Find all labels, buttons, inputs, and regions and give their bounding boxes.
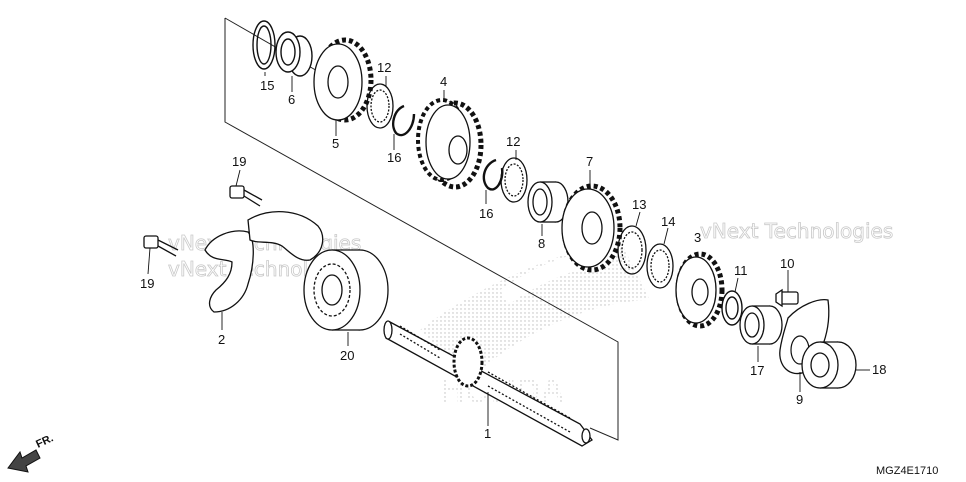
callout-3: 3 <box>694 230 701 245</box>
part-20-ball-bearing[interactable] <box>303 249 389 331</box>
front-arrow-icon <box>7 449 41 473</box>
part-18-ball-bearing[interactable] <box>801 341 857 389</box>
part-19-bolt-upper[interactable] <box>229 185 263 207</box>
callout-7: 7 <box>586 154 593 169</box>
part-16-circlip-upper[interactable] <box>392 104 416 137</box>
callout-19-upper: 19 <box>232 154 246 169</box>
callout-16-upper: 16 <box>387 150 401 165</box>
front-direction-indicator: FR. <box>7 432 55 473</box>
part-1-mainshaft[interactable] <box>383 320 593 447</box>
callout-17: 17 <box>750 363 764 378</box>
part-12-ring-upper[interactable] <box>366 83 394 129</box>
part-6-bushing[interactable] <box>275 31 313 77</box>
bearing-holder-bracket[interactable] <box>247 210 324 261</box>
callout-5: 5 <box>332 136 339 151</box>
callout-6: 6 <box>288 92 295 107</box>
part-4-gear[interactable] <box>416 98 484 190</box>
part-5-gear[interactable] <box>313 37 374 123</box>
watermark-1: vNext Technologies <box>700 219 893 243</box>
part-3-gear[interactable] <box>675 251 725 329</box>
callout-16-lower: 16 <box>479 206 493 221</box>
callout-20: 20 <box>340 348 354 363</box>
part-13-spline-washer[interactable] <box>617 225 647 275</box>
callout-19-lower: 19 <box>140 276 154 291</box>
part-8-needle-bearing[interactable] <box>527 181 569 223</box>
part-12-ring-lower[interactable] <box>500 157 528 203</box>
callout-12-lower: 12 <box>506 134 520 149</box>
callout-4: 4 <box>440 74 447 89</box>
front-label: FR. <box>34 432 55 450</box>
callout-13: 13 <box>632 197 646 212</box>
part-14-spline-washer[interactable] <box>646 243 674 289</box>
callout-leaders <box>147 72 870 426</box>
callout-8: 8 <box>538 236 545 251</box>
callout-12-upper: 12 <box>377 60 391 75</box>
part-17-needle-bearing[interactable] <box>739 305 783 345</box>
part-2-shaft-plate[interactable] <box>204 230 254 313</box>
callout-18: 18 <box>872 362 886 377</box>
callout-2: 2 <box>218 332 225 347</box>
callout-1: 1 <box>484 426 491 441</box>
part-7-gear[interactable] <box>561 183 623 273</box>
part-10-bolt[interactable] <box>775 288 799 308</box>
part-15-thrust-washer[interactable] <box>252 20 276 70</box>
part-11-washer[interactable] <box>721 290 743 326</box>
callout-14: 14 <box>661 214 675 229</box>
part-19-bolt-lower[interactable] <box>143 235 179 257</box>
callout-9: 9 <box>796 392 803 407</box>
callout-11: 11 <box>734 263 748 278</box>
callout-10: 10 <box>780 256 794 271</box>
diagram-part-code: MGZ4E1710 <box>876 465 938 477</box>
callout-15: 15 <box>260 78 274 93</box>
brand-watermark: HONDA <box>420 240 650 410</box>
part-16-circlip-lower[interactable] <box>482 158 504 191</box>
